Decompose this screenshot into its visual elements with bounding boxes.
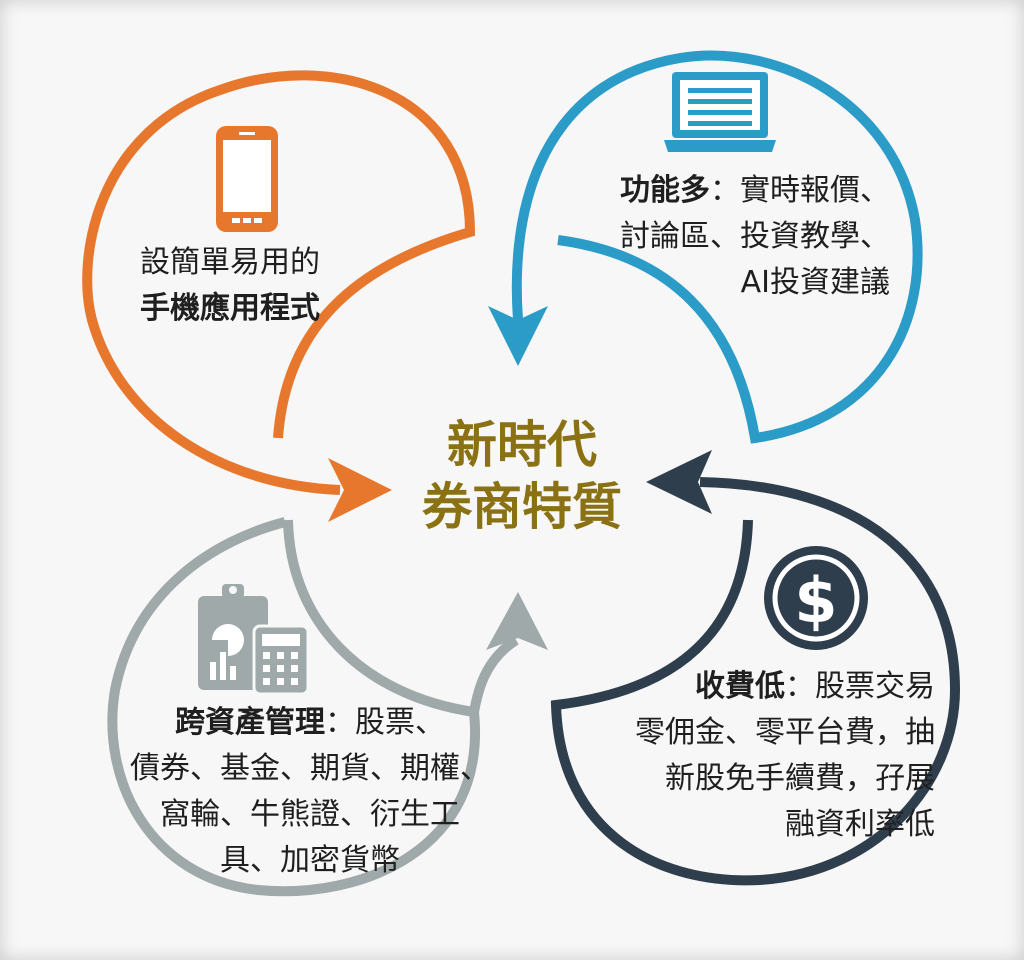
navy-arc [550,450,961,886]
svg-text:$: $ [794,564,837,637]
functions-feature-text: 功能多：實時報價、 討論區、投資教學、 AI投資建議 [590,168,890,306]
functions-feature-line3: AI投資建議 [740,265,890,300]
orange-arrowhead [328,458,392,522]
assets-feature-line4: 具、加密貨幣 [220,843,400,878]
center-title: 新時代 券商特質 [412,414,632,538]
app-feature-line2: 手機應用程式 [140,291,320,326]
fees-feature-line3: 新股免手續費，孖展 [665,761,935,796]
functions-feature-line2: 討論區、投資教學、 [620,219,890,254]
app-feature-line1: 設簡單易用的 [140,245,320,280]
smartphone-icon [216,126,278,232]
center-title-line2: 券商特質 [422,478,622,536]
app-feature-text: 設簡單易用的 手機應用程式 [140,240,380,332]
orange-arc [82,70,476,522]
fees-feature-line2: 零佣金、零平台費，抽 [635,715,935,750]
clipboard-calculator-icon [198,584,310,696]
blue-arrowhead [488,306,548,366]
center-title-line1: 新時代 [447,416,597,474]
assets-feature-label: 跨資產管理 [175,705,325,740]
fees-feature-line4: 融資利率低 [785,807,935,842]
navy-arrowhead [646,450,712,514]
assets-feature-text: 跨資產管理：股票、 債券、基金、期貨、期權、 窩輪、牛熊證、衍生工 具、加密貨幣 [130,700,490,884]
gray-arc [107,517,548,897]
laptop-icon [664,72,776,152]
fees-feature-label: 收費低 [695,669,785,704]
dollar-coin-icon: $ [764,546,868,650]
functions-feature-label: 功能多 [620,173,710,208]
assets-feature-line2: 債券、基金、期貨、期權、 [130,751,490,786]
assets-feature-line1: ：股票、 [325,705,445,740]
fees-feature-line1: ：股票交易 [785,669,935,704]
assets-feature-line3: 窩輪、牛熊證、衍生工 [160,797,460,832]
blue-arc [488,50,923,444]
gray-arrowhead [486,592,548,650]
fees-feature-text: 收費低：股票交易 零佣金、零平台費，抽 新股免手續費，孖展 融資利率低 [590,664,935,848]
functions-feature-line1: ：實時報價、 [710,173,890,208]
